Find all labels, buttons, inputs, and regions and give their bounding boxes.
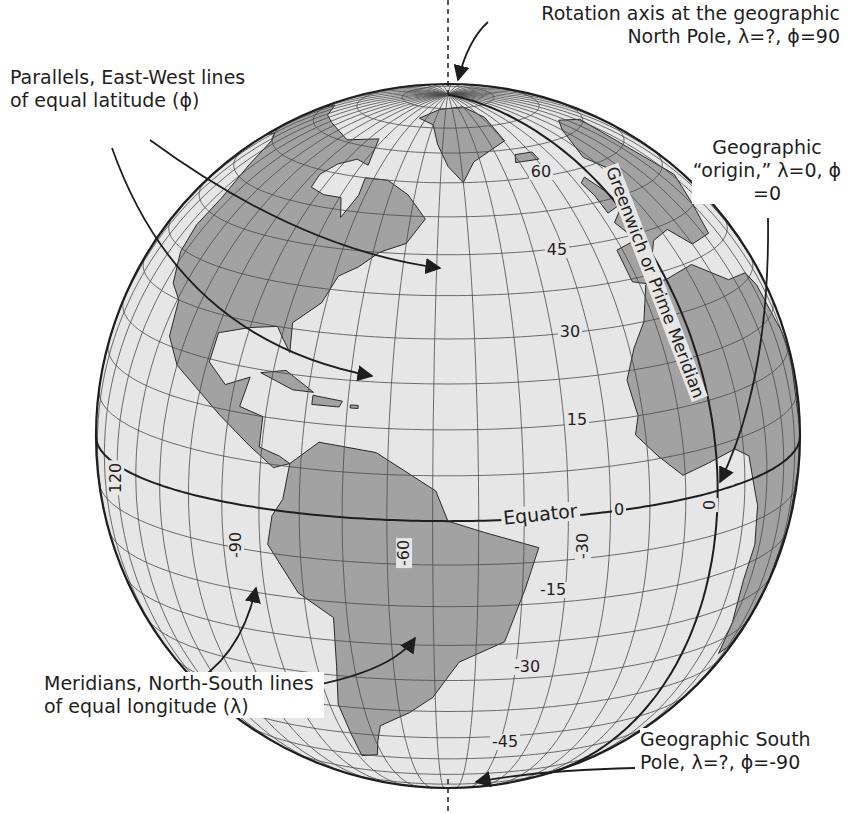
axis-label: Rotation axis at the geographic North Po… <box>490 2 840 48</box>
leader-arrow <box>150 140 440 268</box>
rotation-axis <box>447 779 449 814</box>
land-mass <box>627 265 800 654</box>
leader-arrow <box>476 768 635 782</box>
parallel-line <box>99 391 797 475</box>
parallel-line <box>99 484 797 566</box>
meridian-line <box>448 95 611 786</box>
latitude-number: 45 <box>545 242 569 258</box>
longitude-number: -90 <box>228 530 244 560</box>
parallels-label: Parallels, East-West lines of equal lati… <box>10 66 246 112</box>
meridian-line <box>104 95 448 670</box>
south-pole-label: Geographic South Pole, λ=?, ϕ=-90 <box>640 728 845 774</box>
land-mass <box>350 405 358 409</box>
latitude-number: -15 <box>538 582 568 598</box>
latitude-number: -45 <box>490 734 520 750</box>
meridian-line <box>448 85 474 95</box>
leader-arrow <box>720 218 768 482</box>
leader-arrow <box>458 22 488 80</box>
meridian-line <box>448 86 484 95</box>
meridian-line <box>160 95 448 768</box>
longitude-number: 120 <box>108 461 124 496</box>
meridian-line <box>289 93 449 123</box>
meridian-line <box>136 95 448 752</box>
meridian-line <box>448 84 463 94</box>
meridian-line <box>387 95 448 788</box>
parallel-line <box>109 530 787 607</box>
latitude-number: 60 <box>529 164 553 180</box>
leader-arrow <box>112 148 372 376</box>
meridian-line <box>448 95 479 788</box>
meridian-line <box>448 95 568 787</box>
latitude-number: -30 <box>512 659 542 675</box>
meridian-line <box>448 92 595 116</box>
meridians-label: Meridians, North-South lines of equal lo… <box>44 672 324 718</box>
land-mass <box>559 119 709 284</box>
latitude-number: 15 <box>565 412 589 428</box>
prime-meridian-line <box>448 95 718 774</box>
equator-line <box>96 436 800 521</box>
meridian-line <box>241 94 448 152</box>
longitude-number: -30 <box>575 531 591 561</box>
rotation-axis <box>447 0 449 94</box>
leader-lines <box>112 22 768 782</box>
origin-label: Geographic “origin,” λ=0, ϕ =0 <box>692 136 842 204</box>
latitude-number: 0 <box>612 502 626 518</box>
land-mass <box>312 395 343 407</box>
latitude-number: 30 <box>558 324 582 340</box>
meridian-line <box>448 95 686 779</box>
longitude-number: -60 <box>396 538 412 568</box>
meridian-line <box>433 95 448 788</box>
meridian-line <box>448 95 524 788</box>
meridian-line <box>342 95 448 787</box>
longitude-number: 0 <box>702 498 718 512</box>
meridian-line <box>448 93 642 142</box>
